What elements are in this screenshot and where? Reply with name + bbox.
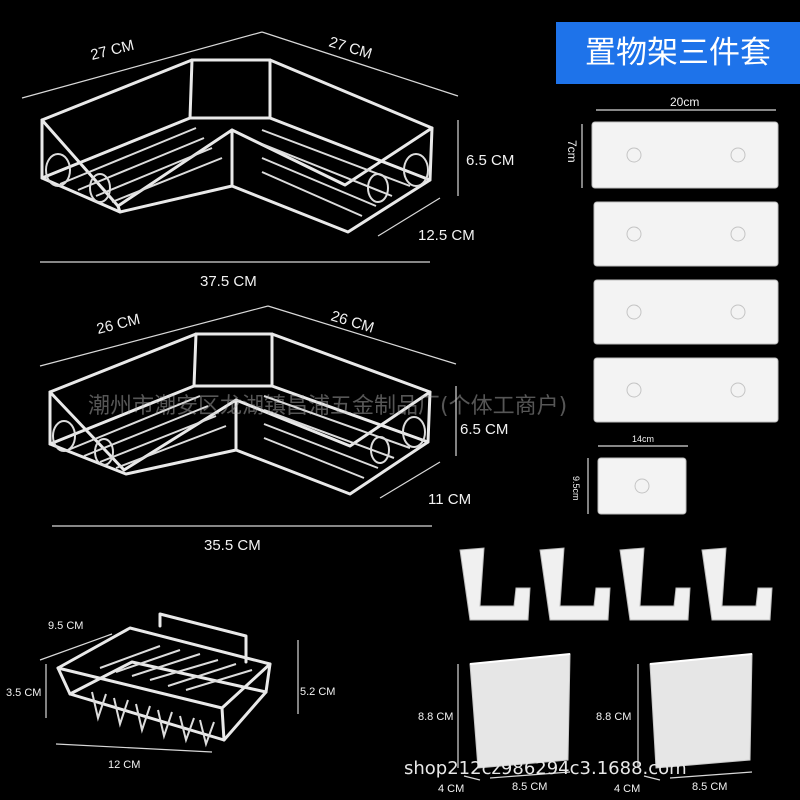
hook [459, 547, 531, 621]
cup-width-label: 8.5 CM [512, 781, 547, 793]
medium-depth-label: 11 CM [428, 491, 471, 508]
small-adhesive-plate [597, 457, 687, 515]
hook [539, 547, 611, 621]
cup-width-label: 8.5 CM [692, 781, 727, 793]
large-depth-label: 12.5 CM [418, 227, 475, 244]
soap-height-left-label: 3.5 CM [6, 687, 41, 699]
cup-height-label: 8.8 CM [418, 711, 453, 723]
hook [619, 547, 691, 621]
soap-rack: 9.5 CM 3.5 CM 5.2 CM 12 CM [6, 612, 335, 771]
cup-depth-label: 4 CM [438, 783, 464, 795]
medium-length-label: 35.5 CM [204, 537, 261, 554]
cups: 8.8 CM 4 CM 8.5 CM 8.8 CM 4 CM 8.5 CM [418, 653, 753, 795]
medium-height-label: 6.5 CM [460, 421, 508, 438]
adhesive-plate [593, 201, 779, 267]
small-plate-height-label: 9.5cm [571, 476, 581, 501]
large-side-b-label: 27 CM [327, 34, 374, 63]
cup-depth-label: 4 CM [614, 783, 640, 795]
hook [701, 547, 773, 621]
watermark-text: 潮州市潮安区龙湖镇昌浦五金制品厂(个体工商户) [88, 394, 568, 419]
soap-depth-label: 9.5 CM [48, 620, 83, 632]
title-badge: 置物架三件套 [556, 22, 800, 84]
hooks [459, 547, 773, 621]
adhesive-plates: 20cm 7cm 14cm 9.5cm [565, 95, 779, 515]
medium-corner-shelf: 26 CM 26 CM 6.5 CM 11 CM 35.5 CM [39, 305, 508, 554]
small-plate-width-label: 14cm [632, 434, 654, 444]
large-corner-shelf: 27 CM 27 CM 6.5 CM 12.5 CM 37.5 CM [21, 31, 514, 290]
soap-length-label: 12 CM [108, 759, 140, 771]
plate-width-label: 20cm [670, 95, 699, 109]
cup: 8.8 CM 4 CM 8.5 CM [596, 653, 753, 795]
large-height-label: 6.5 CM [466, 152, 514, 169]
large-length-label: 37.5 CM [200, 273, 257, 290]
large-side-a-label: 27 CM [89, 37, 136, 64]
title-badge-text: 置物架三件套 [585, 35, 771, 71]
cup-height-label: 8.8 CM [596, 711, 631, 723]
medium-side-a-label: 26 CM [95, 311, 142, 338]
adhesive-plate [591, 121, 779, 189]
plate-height-label: 7cm [565, 140, 579, 163]
adhesive-plate [593, 279, 779, 345]
cup: 8.8 CM 4 CM 8.5 CM [418, 653, 571, 795]
shop-id-text: shop212cz986294c3.1688.com [404, 758, 687, 779]
soap-height-right-label: 5.2 CM [300, 686, 335, 698]
adhesive-plate [593, 357, 779, 423]
